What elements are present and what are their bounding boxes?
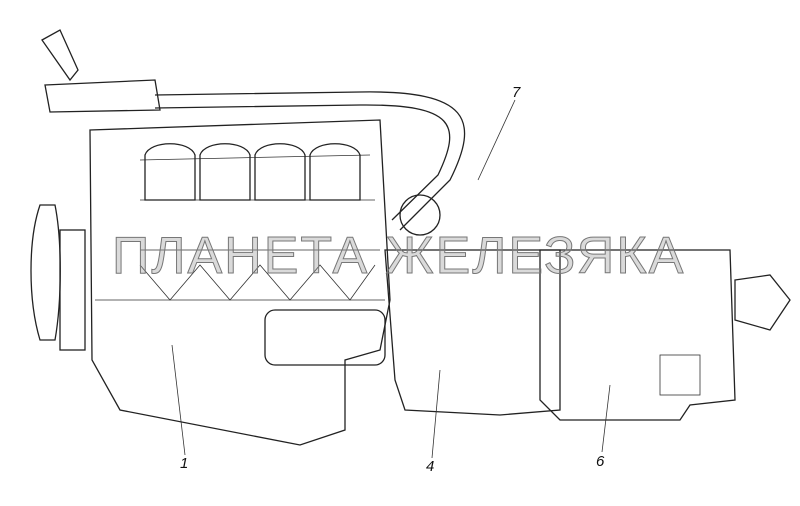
exhaust-manifold [139,264,376,301]
callout-4: 4 [426,458,435,475]
gearbox-cover [659,354,701,396]
turbo-flange [399,194,441,236]
shift-boot [41,29,79,82]
watermark: ПЛАНЕТА ЖЕЛЕЗЯКА [111,227,686,286]
intake-pipe [154,91,466,231]
cylinder-heads [144,143,361,201]
engine-block [89,119,391,446]
leader-lines [171,99,611,459]
starter [264,309,386,366]
gearbox [539,249,736,421]
callout-1: 1 [180,455,189,472]
pulley [59,229,86,351]
callout-6: 6 [596,453,605,470]
output-flange [734,274,791,331]
fan [30,204,61,341]
shift-base [44,79,161,113]
callout-7: 7 [512,84,521,101]
